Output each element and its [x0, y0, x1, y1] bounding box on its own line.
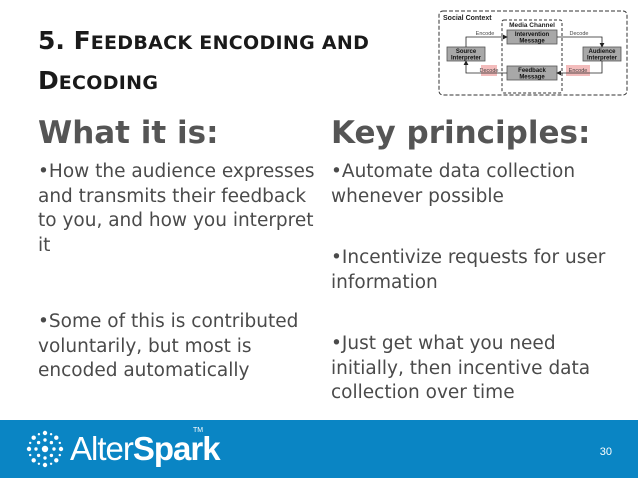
- decode-top-label: Decode: [570, 31, 589, 37]
- logo-wordmark: AlterSpark: [70, 430, 221, 467]
- key-principles-list: •Automate data collection whenever possi…: [331, 160, 626, 406]
- page-number: 30: [599, 446, 612, 458]
- list-item: •Just get what you need initially, then …: [331, 333, 591, 403]
- encode-bottom-label: Encode: [569, 68, 588, 74]
- key-principles-heading: Key principles:: [331, 115, 591, 151]
- slide-title: 5. FEEDBACK ENCODING AND DECODING: [38, 22, 418, 102]
- logo-spark: Spark: [132, 430, 221, 467]
- list-item: •How the audience expresses and transmit…: [38, 161, 315, 256]
- trademark-mark: TM: [193, 427, 204, 434]
- encode-top-arrow: [465, 34, 508, 47]
- alterspark-logo: AlterSpark: [26, 430, 221, 468]
- communication-diagram-svg: Social Context Media Channel Interventio…: [438, 10, 628, 96]
- decode-bottom-label: Decode: [480, 68, 499, 74]
- audience-line2: Interpreter: [587, 56, 618, 62]
- logo-alter: Alter: [70, 430, 134, 467]
- decode-bottom-highlight: [481, 65, 497, 76]
- feedback-line2: Message: [519, 75, 545, 81]
- key-principles-column: Key principles: •Automate data collectio…: [331, 114, 626, 406]
- footer-bar: AlterSpark TM 30: [0, 420, 638, 478]
- list-item: •Automate data collection whenever possi…: [331, 161, 576, 207]
- title-rest-decoding: ECODING: [58, 72, 159, 94]
- what-it-is-column: What it is: •How the audience expresses …: [38, 114, 323, 384]
- list-item: •Some of this is contributed voluntarily…: [38, 311, 299, 381]
- source-line1: Source: [456, 49, 477, 55]
- social-context-label: Social Context: [443, 15, 492, 22]
- intervention-line2: Message: [519, 39, 545, 45]
- media-channel-label: Media Channel: [509, 22, 555, 29]
- encode-top-label: Encode: [476, 31, 495, 37]
- feedback-line1: Feedback: [518, 68, 546, 74]
- decode-bottom-arrow: [463, 60, 507, 74]
- encode-bottom-highlight: [566, 65, 590, 76]
- spark-burst-icon: [26, 430, 64, 468]
- title-initial-decoding: D: [38, 66, 59, 95]
- communication-diagram: Social Context Media Channel Interventio…: [438, 10, 628, 96]
- list-item: •Incentivize requests for user informati…: [331, 247, 606, 293]
- source-line2: Interpreter: [451, 56, 482, 62]
- decode-top-arrow: [557, 36, 605, 48]
- audience-line1: Audience: [588, 49, 616, 55]
- what-it-is-heading: What it is:: [38, 115, 219, 151]
- intervention-line1: Intervention: [515, 32, 550, 38]
- title-number: 5.: [38, 26, 65, 55]
- media-channel-frame: [501, 19, 563, 94]
- title-rest-feedback: EEDBACK ENCODING AND: [90, 32, 370, 54]
- title-initial-feedback: F: [73, 26, 91, 55]
- encode-bottom-arrow: [556, 61, 603, 76]
- what-it-is-list: •How the audience expresses and transmit…: [38, 160, 323, 384]
